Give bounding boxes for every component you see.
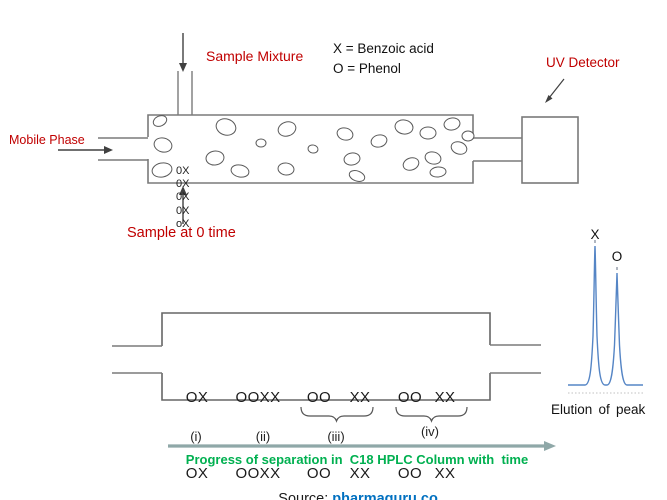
sample-injection-arrow-icon xyxy=(179,33,187,72)
sample-slug-label: 0X xyxy=(176,191,190,204)
stage-label-i: (i) xyxy=(190,429,202,444)
mobile-phase-label: Mobile Phase xyxy=(9,133,85,147)
uv-detector-box xyxy=(521,116,579,184)
band-cell: XX xyxy=(434,465,456,482)
separation-rows: OX OOXX OO XX OO XX OX OOXX OO XX OO XX … xyxy=(162,315,490,500)
mobile-phase-tube xyxy=(98,137,148,161)
stage-braces xyxy=(300,406,468,423)
legend-phenol: O = Phenol xyxy=(333,61,401,76)
progress-caption: Progress of separation in C18 HPLC Colum… xyxy=(185,452,529,467)
band-cell: OO xyxy=(306,389,332,406)
separation-row: OX OOXX OO XX OO XX xyxy=(162,387,490,409)
band-cell: OO xyxy=(397,465,423,482)
injection-port-tube xyxy=(177,71,193,115)
band-cell: OX xyxy=(185,389,209,406)
peak-x-label: X xyxy=(590,227,600,242)
bottom-column-outline xyxy=(161,312,491,401)
sample-at-zero-label: Sample at 0 time xyxy=(127,225,236,241)
band-cell: XX xyxy=(349,465,371,482)
timeline-arrow-icon xyxy=(168,441,556,451)
band-cell: OOXX xyxy=(235,389,281,406)
band-cell: XX xyxy=(349,389,371,406)
sample-slug-label: oX xyxy=(176,217,190,230)
sample-slug-label: 0X xyxy=(176,165,190,177)
elution-caption: Elution of peak xyxy=(551,402,646,417)
band-cell: OO xyxy=(397,389,423,406)
packing-blobs xyxy=(151,115,475,182)
band-cell: OO xyxy=(306,465,332,482)
band-cell: OX xyxy=(185,465,209,482)
source-line: Source: pharmaguru.co xyxy=(183,475,517,500)
uv-detector-label: UV Detector xyxy=(546,55,620,70)
sample-slug-label: 0X xyxy=(176,178,190,191)
stage-label-iii: (iii) xyxy=(327,429,345,444)
peak-o-label: O xyxy=(611,249,623,264)
mobile-phase-arrow-icon xyxy=(58,146,113,154)
stage-label-iv: (iv) xyxy=(420,424,440,439)
sample-zero-arrow-icon xyxy=(179,186,187,224)
source-prefix: Source: xyxy=(278,491,333,500)
chromatogram-curve xyxy=(568,240,643,394)
source-site-link[interactable]: pharmaguru.co xyxy=(332,491,438,500)
stage-label-ii: (ii) xyxy=(255,429,271,444)
top-column-outline xyxy=(147,114,474,184)
uv-detector-arrow-icon xyxy=(545,78,565,103)
bottom-column-tubes xyxy=(112,344,541,374)
band-cell: XX xyxy=(434,389,456,406)
sample-mixture-label: Sample Mixture xyxy=(206,48,304,64)
band-cell: OOXX xyxy=(235,465,281,482)
sample-slug-label: 0X xyxy=(176,204,190,217)
separation-row: OX OOXX OO XX OO XX xyxy=(162,463,490,485)
legend-benzoic-acid: X = Benzoic acid xyxy=(333,41,434,56)
detector-tube xyxy=(473,137,522,162)
